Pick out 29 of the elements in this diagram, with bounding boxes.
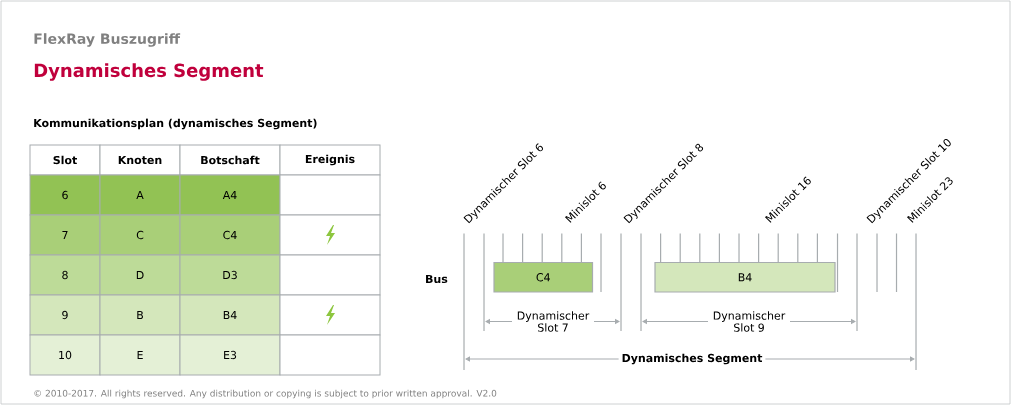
table-cell: 8 [29, 254, 101, 296]
table-caption: Kommunikationsplan (dynamisches Segment) [34, 118, 317, 130]
table-cell: D3 [179, 254, 281, 296]
dimension-label: Dynamischer Slot 9 [708, 309, 790, 334]
bus-label: Bus [426, 274, 448, 284]
table-cell: B [99, 294, 181, 336]
frame-box: B4 [654, 261, 836, 293]
table-cell: 7 [29, 214, 101, 256]
table-cell: 9 [29, 294, 101, 336]
title: Dynamisches Segment [34, 63, 264, 81]
table-cell: 6 [29, 174, 101, 216]
table-cell: Knoten [99, 144, 181, 176]
dimension-label: Dynamisches Segment [618, 350, 766, 368]
copyright-note: © 2010-2017. All rights reserved. Any distribution or copying is subject to prior written approval. V2.0 [34, 389, 497, 399]
table-cell: E3 [179, 334, 281, 376]
dimension-label: Dynamischer Slot 7 [512, 309, 594, 334]
frame-box: C4 [493, 261, 594, 293]
table-cell: Ereignis [279, 144, 381, 176]
table-cell: E [99, 334, 181, 376]
table-cell: B4 [179, 294, 281, 336]
table-cell: Slot [29, 144, 101, 176]
table-cell: A [99, 174, 181, 216]
table-cell: C4 [179, 214, 281, 256]
table-cell: 10 [29, 334, 101, 376]
table-cell: A4 [179, 174, 281, 216]
table-cell: C [99, 214, 181, 256]
table-cell: Botschaft [179, 144, 281, 176]
subtitle: FlexRay Buszugriff [34, 33, 181, 47]
table-cell: D [99, 254, 181, 296]
